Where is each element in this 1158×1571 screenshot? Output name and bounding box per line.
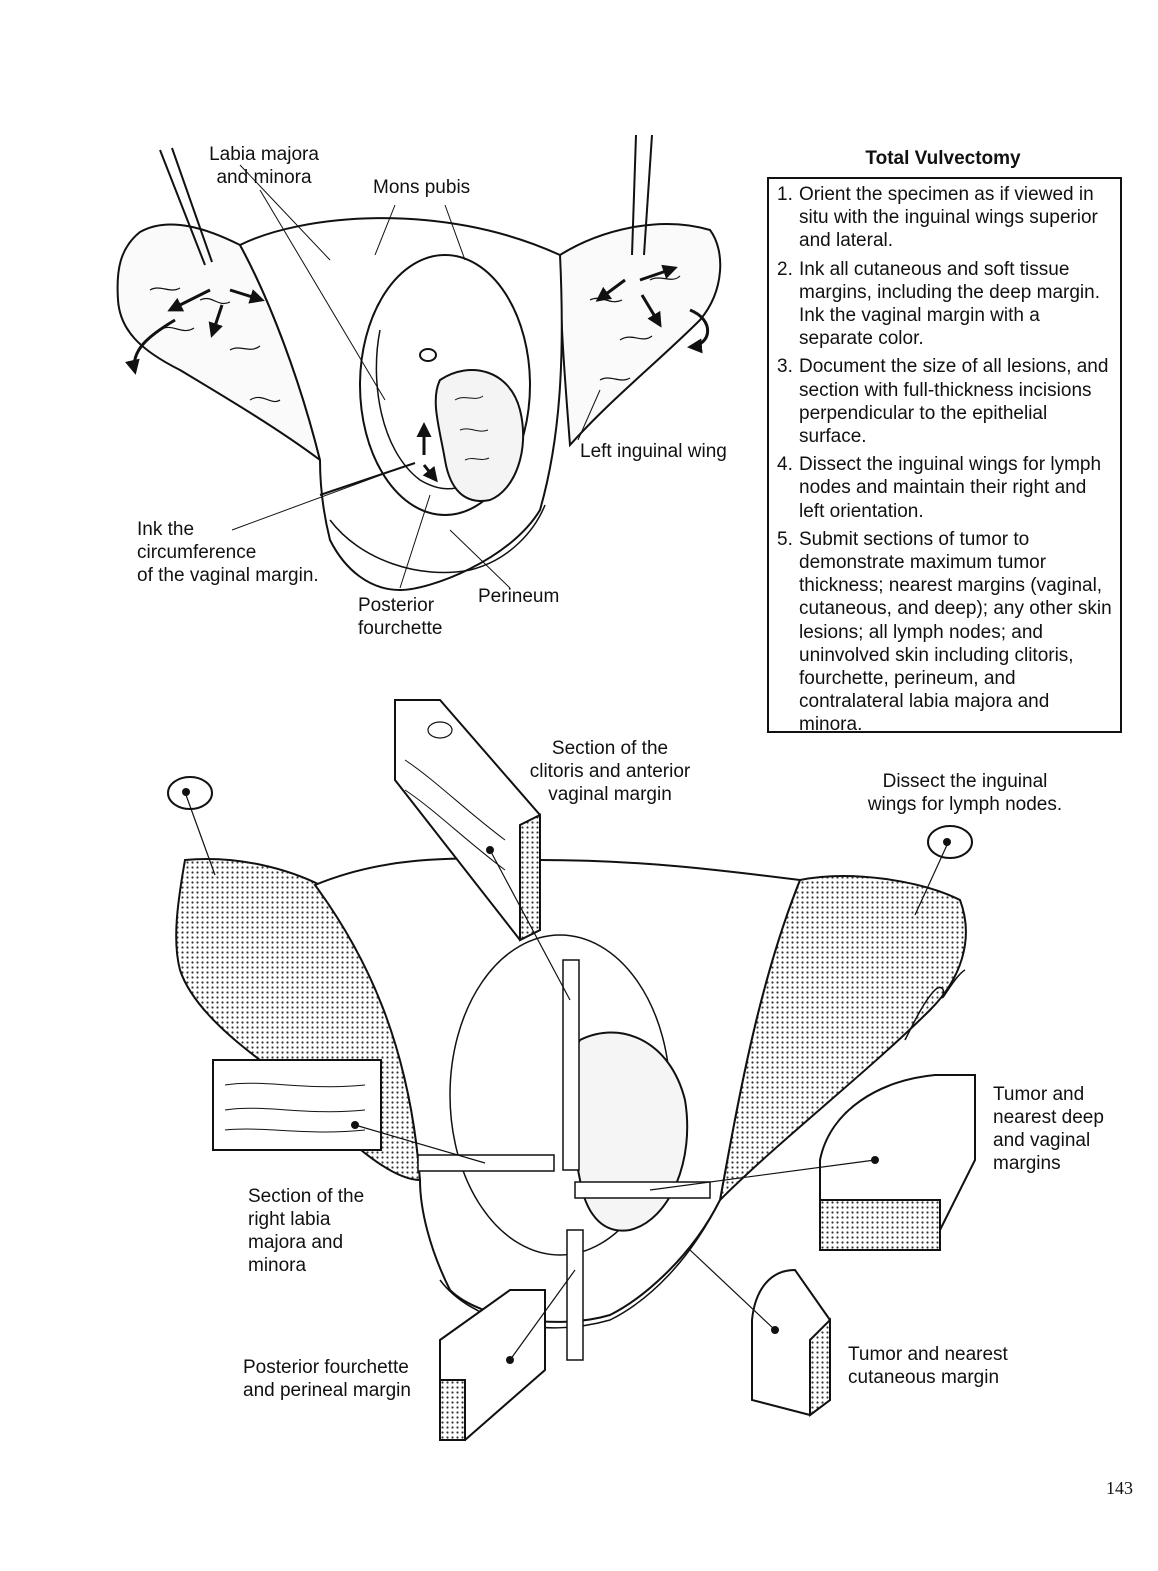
label-clitoris-section: Section of the clitoris and anterior vag… (529, 738, 691, 805)
step-item: 1. Orient the specimen as if viewed in si… (777, 183, 1114, 253)
label-perineum: Perineum (478, 586, 560, 607)
label-right-labia-section: Section of the right labia majora and mi… (248, 1186, 365, 1276)
label-mons-pubis: Mons pubis (373, 177, 471, 198)
step-number: 1. (777, 184, 793, 205)
step-text: Submit sections of tumor to demonstrate … (799, 528, 1112, 736)
step-number: 3. (777, 356, 793, 378)
instruction-box: 1. Orient the specimen as if viewed in si… (767, 177, 1122, 735)
step-item: 2. Ink all cutaneous and soft tissue marg… (777, 258, 1114, 351)
label-tumor-cutaneous-margin: Tumor and nearest cutaneous margin (848, 1344, 1008, 1388)
steps-list: 1. Orient the specimen as if viewed in si… (777, 183, 1114, 737)
label-fourchette-perineal-margin: Posterior fourchette and perineal margin (243, 1357, 411, 1401)
lymph-node-right (167, 776, 213, 810)
step-item: 5. Submit sections of tumor to demonstrat… (777, 528, 1114, 737)
step-text: Orient the specimen as if viewed in situ… (799, 184, 1098, 252)
step-number: 2. (777, 258, 793, 280)
label-ink-vaginal-margin: Ink the circumference of the vaginal mar… (137, 519, 319, 586)
label-labia-majora-minora: Labia majora and minora (209, 144, 319, 188)
tumor-top (434, 369, 525, 502)
bottom-specimen-drawing (167, 699, 976, 1441)
right-labia-section-block (212, 1059, 382, 1151)
left-inguinal-wing-top (558, 223, 722, 448)
artist-signature (904, 969, 966, 1041)
tumor-cutaneous-section-block (751, 1268, 831, 1417)
label-left-inguinal-wing: Left inguinal wing (580, 441, 727, 462)
label-posterior-fourchette: Posterior fourchette (358, 595, 443, 639)
fourchette-section-block (439, 1289, 546, 1441)
step-number: 4. (777, 454, 793, 476)
box-title: Total Vulvectomy (865, 148, 1021, 169)
top-specimen-drawing (116, 134, 722, 592)
step-text: Ink all cutaneous and soft tissue margin… (799, 258, 1101, 350)
step-text: Document the size of all lesions, and se… (799, 356, 1109, 448)
step-item: 3. Document the size of all lesions, and … (777, 355, 1114, 448)
step-number: 5. (777, 528, 793, 550)
step-item: 4. Dissect the inguinal wings for lymph n… (777, 453, 1114, 523)
label-tumor-deep-vaginal-margins: Tumor and nearest deep and vaginal margi… (993, 1084, 1104, 1174)
label-dissect-lymph-nodes: Dissect the inguinal wings for lymph nod… (867, 771, 1063, 815)
right-inguinal-wing-top (116, 223, 322, 463)
page-number: 143 (1106, 1478, 1133, 1498)
tumor-deep-section-block (819, 1074, 976, 1251)
step-text: Dissect the inguinal wings for lymph nod… (799, 454, 1102, 522)
clitoris-section-block (394, 699, 541, 942)
